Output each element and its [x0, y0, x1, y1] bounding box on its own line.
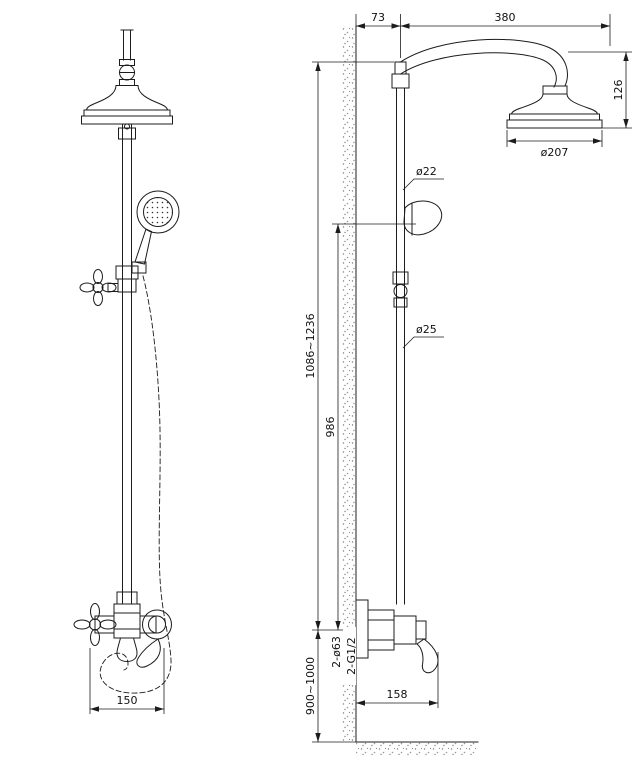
dim-inlet-height: 900~1000	[304, 657, 317, 715]
dim-inlet-spacing: 150	[117, 694, 138, 707]
dim-head-drop: 126	[612, 80, 625, 101]
riser-pipe-front	[118, 123, 136, 605]
top-connector-front	[119, 29, 135, 86]
dim-connections: 2-G1/2	[345, 637, 358, 675]
mixer-side	[355, 599, 439, 674]
shower-head-front	[81, 85, 173, 130]
dim-head-diameter: ø207	[541, 146, 569, 159]
mixer-front	[73, 591, 172, 668]
dim-lines-front	[89, 648, 165, 714]
gooseneck-arm	[399, 38, 568, 88]
dim-mixer-depth: 158	[387, 688, 408, 701]
riser-pipe-side	[391, 61, 410, 605]
dim-wall-offset: 73	[371, 11, 385, 24]
front-view	[73, 29, 180, 694]
side-view	[342, 25, 603, 755]
floor-hatch	[355, 741, 479, 755]
hand-shower-side	[403, 200, 443, 236]
dim-arm-reach: 380	[495, 11, 516, 24]
dim-lines-side	[312, 14, 632, 743]
slider-side	[392, 271, 409, 308]
dim-riser-height: 986	[324, 417, 337, 438]
spout-front	[116, 637, 138, 663]
shower-head-side	[506, 85, 603, 129]
slider-front	[115, 265, 139, 293]
hand-shower-front	[131, 190, 180, 274]
dim-lower-pipe-dia: ø25	[416, 323, 437, 336]
hose-dashed	[99, 275, 172, 694]
lever-front	[136, 638, 161, 668]
label-backing	[343, 627, 356, 685]
cross-handle-mixer	[73, 603, 117, 646]
dimension-labels: 73 380 126 ø207 ø22 ø25 1086~1236 986 90…	[117, 11, 626, 715]
dim-upper-pipe-dia: ø22	[416, 165, 437, 178]
dim-overall-height: 1086~1236	[304, 313, 317, 378]
dim-escutcheons: 2-ø63	[330, 636, 343, 668]
lever-side	[416, 638, 439, 674]
cross-handle-front	[79, 269, 119, 306]
